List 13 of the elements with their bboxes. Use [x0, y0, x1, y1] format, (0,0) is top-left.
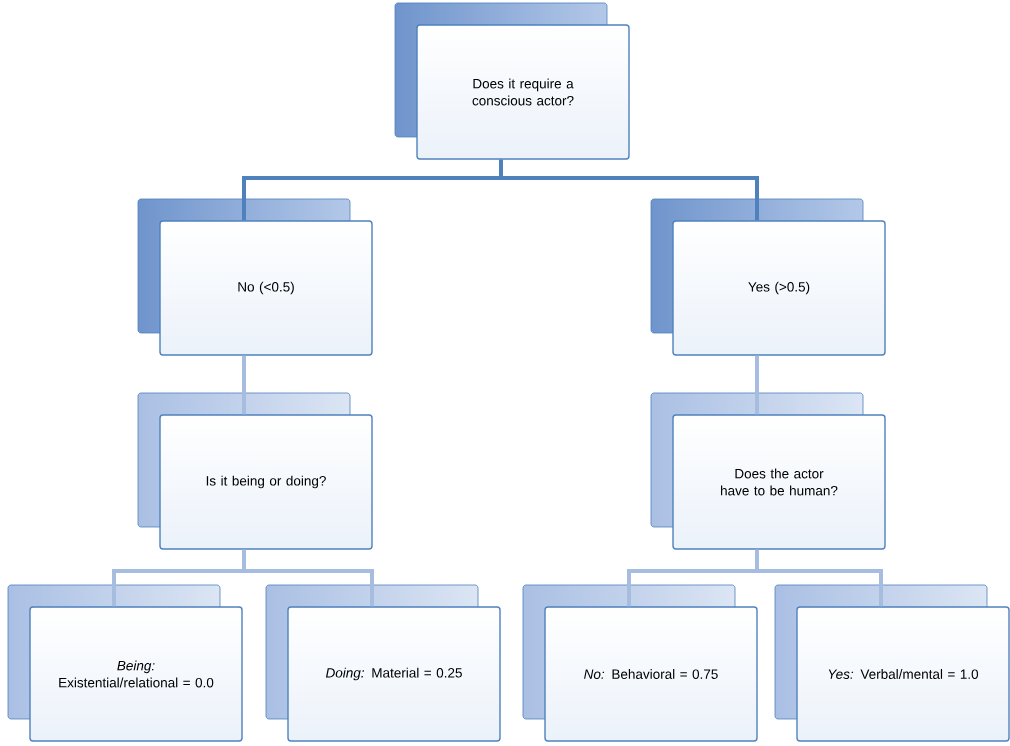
- process-box: No: Behavioral = 0.75: [522, 584, 758, 742]
- process-box: Does the actor have to be human?: [650, 392, 886, 550]
- process-box: Yes: Verbal/mental = 1.0: [774, 584, 1010, 742]
- process-box: Doing: Material = 0.25: [265, 584, 501, 742]
- process-box: No (<0.5): [137, 198, 373, 356]
- process-box: Yes (>0.5): [650, 198, 886, 356]
- connector-line: [242, 355, 246, 415]
- connector-line: [755, 355, 759, 415]
- process-box: Is it being or doing?: [137, 392, 373, 550]
- connector-line: [242, 549, 374, 607]
- process-box: Does it require a conscious actor?: [394, 2, 630, 160]
- connector-line: [755, 549, 883, 607]
- process-box: Being: Existential/relational = 0.0: [7, 584, 243, 742]
